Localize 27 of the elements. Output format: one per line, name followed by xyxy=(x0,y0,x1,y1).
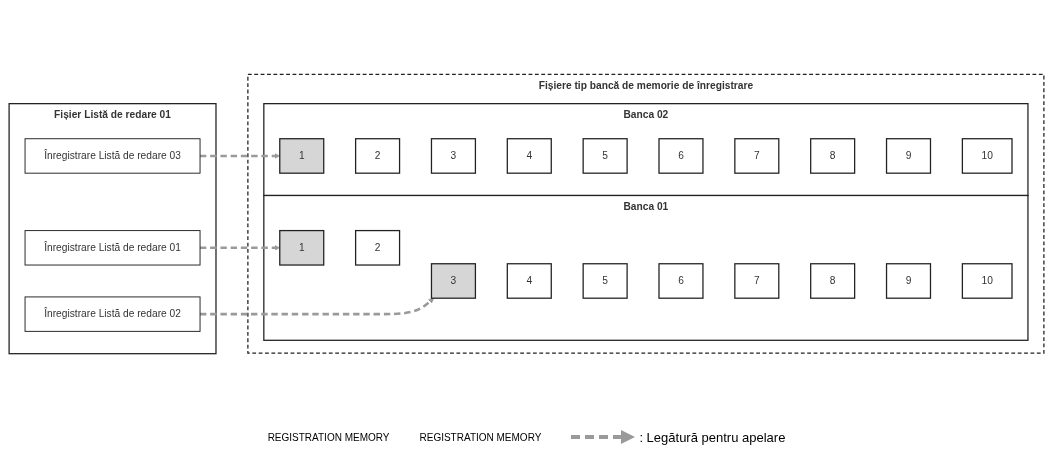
node-box: 7 xyxy=(734,263,780,299)
node-box: 10 xyxy=(961,263,1013,299)
node-box: 10 xyxy=(961,138,1013,174)
node-box: 9 xyxy=(885,263,932,299)
node-box: 1 xyxy=(279,138,325,174)
node-box: 3 xyxy=(430,138,477,174)
legend-text: : Legătură pentru apelare xyxy=(639,429,786,445)
arrow xyxy=(200,297,434,316)
node-box: 1 xyxy=(279,229,325,266)
node-box: 9 xyxy=(885,138,932,174)
node-box: 5 xyxy=(582,263,628,299)
node-box: Înregistrare Listă de redare 01 xyxy=(24,230,201,266)
node-box: 4 xyxy=(506,138,552,174)
node-box: 3 xyxy=(430,263,477,299)
node-box: 2 xyxy=(355,229,401,266)
bracket-label: REGISTRATION MEMORY xyxy=(267,431,390,443)
node-box: 5 xyxy=(582,138,628,174)
node-box: 4 xyxy=(506,263,552,299)
node-box: 8 xyxy=(810,138,856,174)
node-box: Înregistrare Listă de redare 03 xyxy=(24,138,201,174)
node-box: 6 xyxy=(658,263,704,299)
node-box: 2 xyxy=(355,138,401,174)
node-box: 7 xyxy=(734,138,780,174)
node-box: Înregistrare Listă de redare 02 xyxy=(24,296,201,332)
node-box: 8 xyxy=(810,263,856,299)
bracket-label: REGISTRATION MEMORY xyxy=(419,431,542,443)
node-box: 6 xyxy=(658,138,704,174)
